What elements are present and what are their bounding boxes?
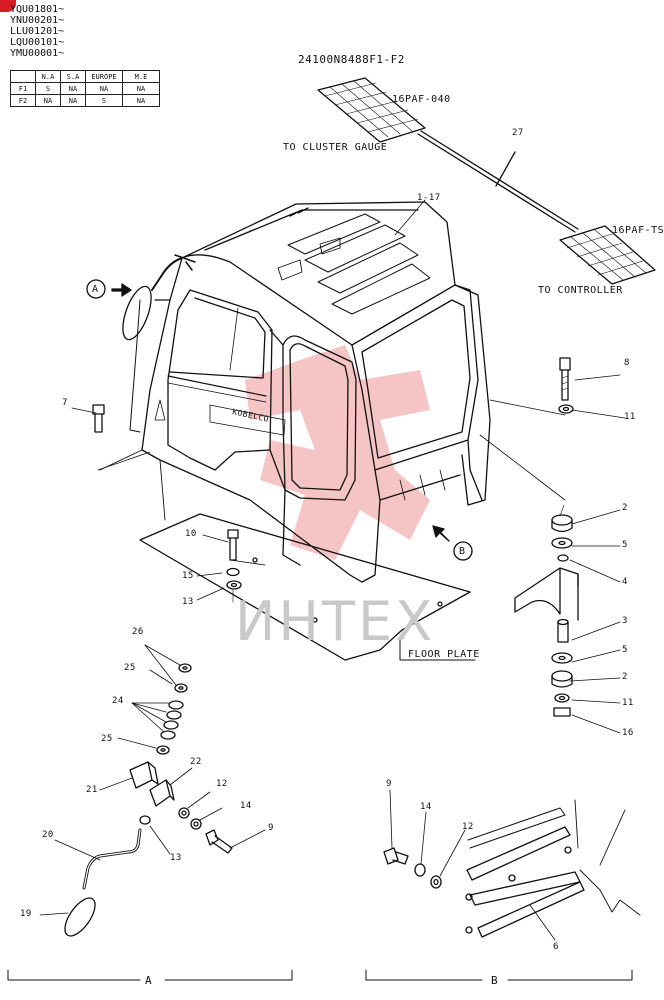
part-number: 13: [170, 853, 182, 863]
part-number: 15: [182, 571, 194, 581]
watermark-text: ИНТЕХ: [235, 590, 436, 653]
leader-lines: [71, 199, 626, 734]
part-number: 20: [42, 830, 54, 840]
applicability-table: N.A S.A EUROPE M.E F1 S NA NA NA F2 NA N…: [10, 70, 160, 107]
part-number: 4: [622, 577, 628, 587]
part-number: 1-17: [417, 193, 441, 203]
serial-5: YMU00001~: [10, 48, 65, 59]
view-a-marker: A: [92, 284, 99, 295]
cab-assembly: [99, 201, 491, 583]
part-number: 9: [268, 823, 274, 833]
harness-connector-bottom: [559, 225, 656, 285]
part-number: 21: [86, 785, 98, 795]
part-number: 5: [622, 540, 628, 550]
part-number: 11: [624, 412, 636, 422]
part-number: 5: [622, 645, 628, 655]
connector-bottom-label: 16PAF-TS: [612, 225, 664, 236]
table-row: F2 NA NA S NA: [10, 94, 160, 107]
harness-connector-top: [317, 77, 426, 143]
part-number: 10: [185, 529, 197, 539]
drawing-number: 24100N8488F1-F2: [298, 53, 405, 66]
part-number: 16: [622, 728, 634, 738]
bolt-7: [92, 404, 105, 433]
view-b-caption: B: [491, 974, 499, 987]
corner-marker: [0, 0, 16, 12]
part-number: 19: [20, 909, 32, 919]
serial-1: YQU01801~: [10, 4, 65, 15]
view-b-arrow: [432, 525, 473, 561]
table-cell: F2: [10, 94, 36, 107]
part-number: 3: [622, 616, 628, 626]
bolt-10-set: [226, 529, 242, 603]
part-number: 6: [553, 942, 559, 952]
serial-3: LLU01201~: [10, 26, 65, 37]
part-number: 12: [462, 822, 474, 832]
part-number: 26: [132, 627, 144, 637]
view-b-marker: B: [459, 546, 466, 557]
view-a-caption: A: [145, 974, 153, 987]
part-number: 14: [420, 802, 432, 812]
part-number: 25: [124, 663, 136, 673]
part-number: 14: [240, 801, 252, 811]
part-number: 22: [190, 757, 202, 767]
floor-plate: [139, 513, 476, 661]
view-a-arrow: [86, 279, 132, 299]
view-b-detail: [365, 789, 641, 981]
part-number: 2: [622, 672, 628, 682]
watermark-emblem: [245, 345, 430, 560]
part-number: 7: [62, 398, 68, 408]
connector-top-label: 16PAF-040: [392, 94, 451, 105]
cab-mount-parts: [514, 357, 579, 717]
part-number: 12: [216, 779, 228, 789]
floor-plate-label: FLOOR PLATE: [408, 649, 480, 660]
part-number: 2: [622, 503, 628, 513]
view-a-detail: [7, 644, 293, 981]
part-number: 24: [112, 696, 124, 706]
part-number: 11: [622, 698, 634, 708]
part-number: 8: [624, 358, 630, 368]
serial-4: LQU00101~: [10, 37, 65, 48]
harness-cable: [417, 130, 579, 233]
to-cluster-label: TO CLUSTER GAUGE: [283, 142, 388, 153]
part-number: 25: [101, 734, 113, 744]
part-number: 9: [386, 779, 392, 789]
part-number: 13: [182, 597, 194, 607]
part-number: 27: [512, 128, 524, 138]
to-controller-label: TO CONTROLLER: [538, 285, 623, 296]
serial-2: YNU00201~: [10, 15, 65, 26]
table-cell: NA: [122, 94, 160, 107]
table-header-cell: M.E: [122, 70, 160, 83]
